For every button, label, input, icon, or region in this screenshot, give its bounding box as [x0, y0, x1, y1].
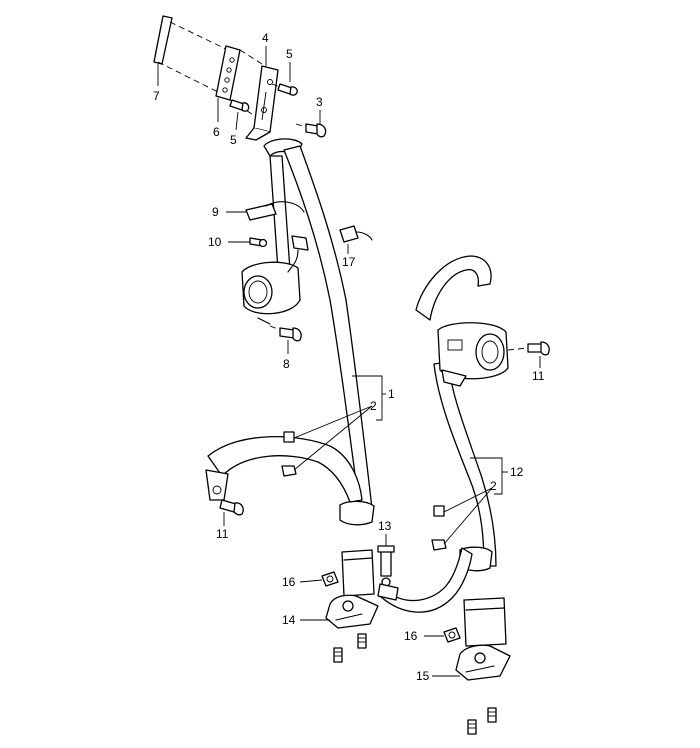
part-17-connector [339, 225, 373, 243]
part-9-belt-guide [245, 201, 305, 221]
part-2-fasteners-rear [431, 505, 447, 551]
spring-fasteners-front [333, 633, 367, 663]
callout-11-rear: 11 [532, 369, 545, 383]
front-belt-webbing [263, 138, 375, 526]
part-11-lap-anchor-bolt [219, 499, 244, 516]
leader-lines [157, 46, 541, 677]
part-8-retractor-bolt [269, 325, 302, 342]
rear-belt-webbing [415, 255, 497, 572]
callout-7: 7 [153, 89, 160, 103]
callout-13: 13 [378, 519, 392, 533]
callout-16-front: 16 [282, 575, 296, 589]
spring-fasteners-rear [467, 707, 497, 735]
callout-9: 9 [212, 205, 219, 219]
part-3-anchor-bolt [295, 123, 327, 138]
front-retractor [241, 235, 309, 325]
callout-15: 15 [416, 669, 430, 683]
part-16-nut-front [321, 571, 339, 587]
part-13-buckle-bolt [377, 545, 395, 587]
callout-5-upper: 5 [286, 47, 293, 61]
part-5-bolt-lower [229, 99, 250, 112]
rear-lap-belt [377, 547, 473, 613]
callout-2-rear: 2 [490, 479, 497, 493]
callout-12: 12 [510, 465, 524, 479]
part-4-upper-anchor-bracket [245, 65, 279, 141]
part-5-bolt-upper [271, 83, 298, 96]
part-16-nut-rear [443, 627, 461, 643]
part-10-guide-screw [249, 237, 268, 248]
callout-2-front: 2 [370, 399, 377, 413]
callout-11-lap: 11 [216, 527, 229, 541]
part-11-rear-retractor-bolt [507, 341, 550, 356]
callout-17: 17 [342, 255, 356, 269]
rear-retractor [437, 322, 509, 387]
callout-labels: 1 2 2 3 4 5 5 6 7 8 9 10 11 11 12 13 14 … [153, 31, 545, 683]
part-14-front-buckle [325, 549, 379, 629]
front-lap-belt [205, 436, 363, 503]
part-2-fasteners-front [281, 431, 297, 477]
callout-4: 4 [262, 31, 269, 45]
part-15-rear-buckle [455, 597, 511, 681]
callout-3: 3 [316, 95, 323, 109]
callout-5-lower: 5 [230, 133, 237, 147]
callout-1: 1 [388, 387, 395, 401]
callout-14: 14 [282, 613, 296, 627]
callout-8: 8 [283, 357, 290, 371]
callout-6: 6 [213, 125, 220, 139]
callout-10: 10 [208, 235, 222, 249]
callout-16-rear: 16 [404, 629, 418, 643]
part-7-trim-cover [153, 15, 229, 93]
